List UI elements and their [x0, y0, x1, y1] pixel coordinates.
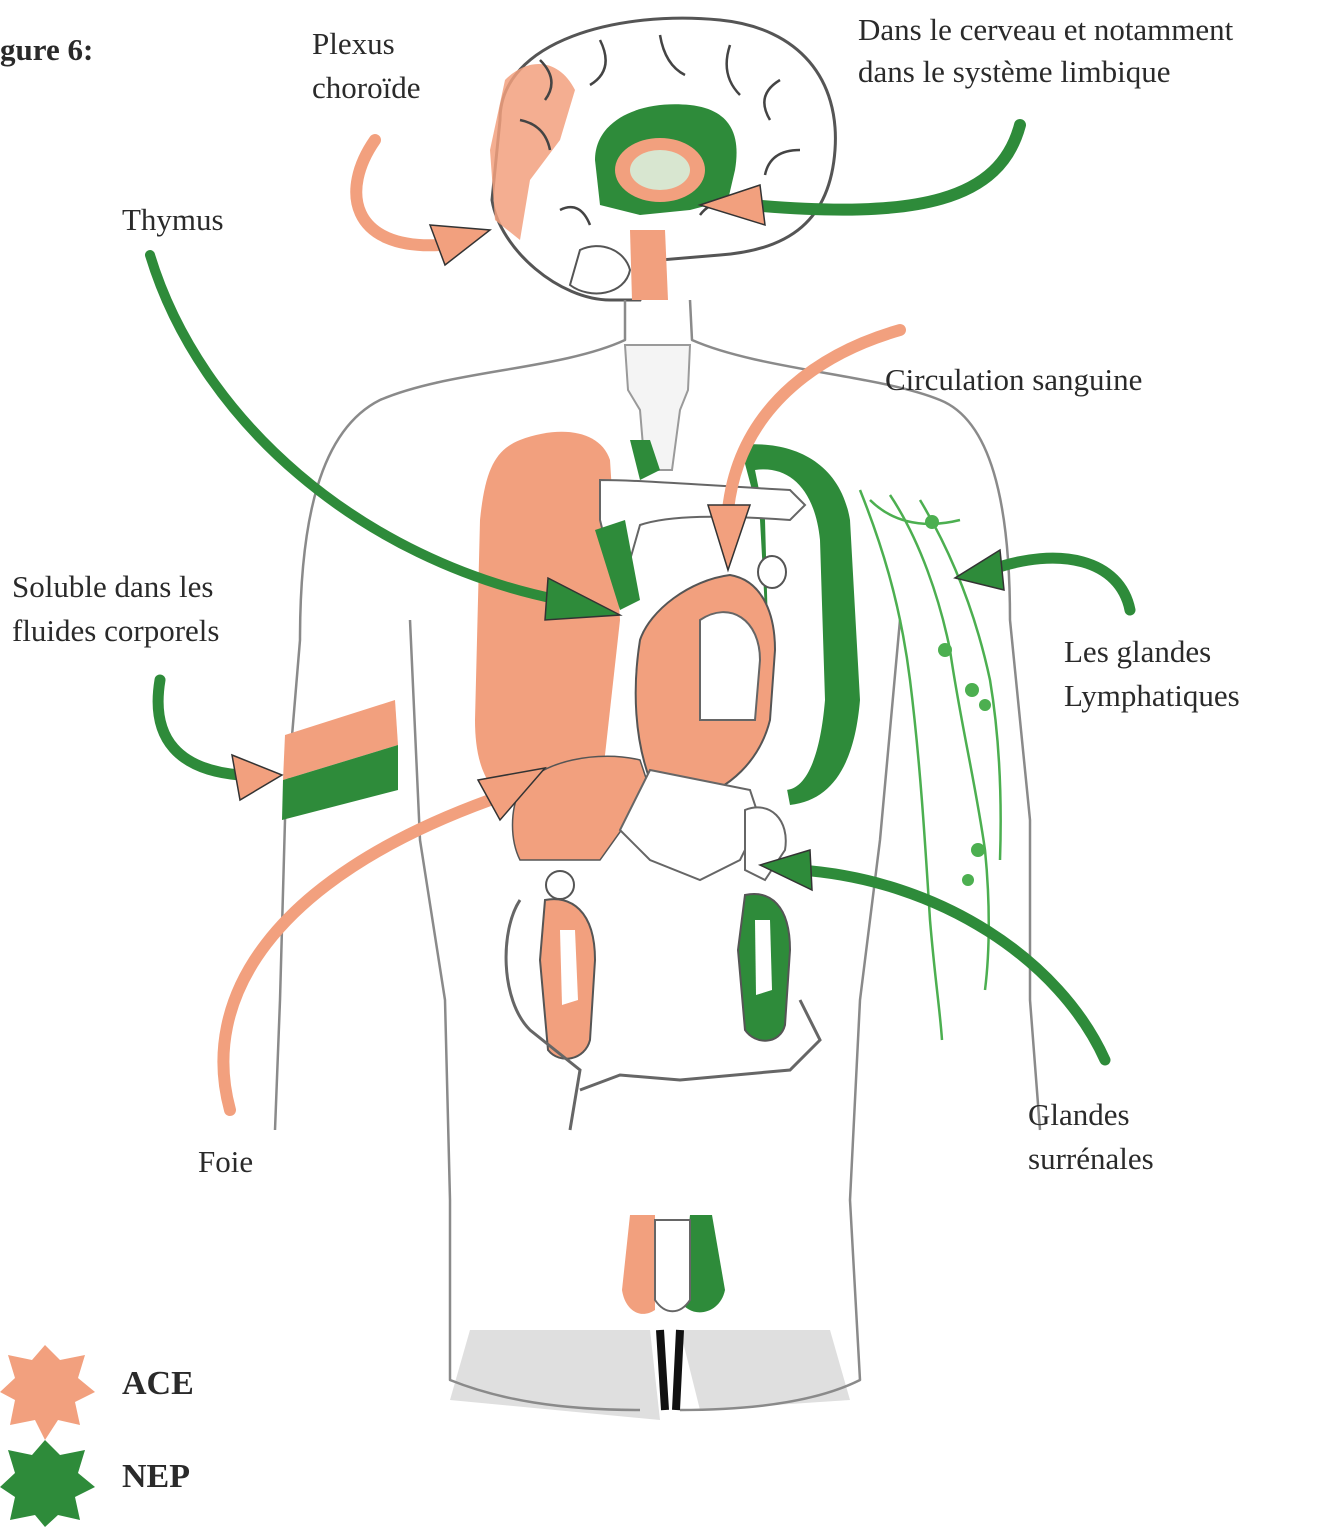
label-surrenales-line1: Glandes — [1028, 1093, 1130, 1137]
arrow-foie — [223, 768, 545, 1110]
brain — [490, 18, 835, 300]
stomach — [620, 770, 760, 880]
label-lymph-line2: Lymphatiques — [1064, 674, 1240, 718]
label-cerveau-line1: Dans le cerveau et notamment — [858, 8, 1233, 52]
legend-swatch-nep — [0, 1440, 95, 1527]
label-circulation: Circulation sanguine — [885, 358, 1142, 402]
label-foie: Foie — [198, 1140, 253, 1184]
label-thymus: Thymus — [122, 198, 224, 242]
right-lung-ace — [475, 432, 620, 810]
label-lymph-line1: Les glandes — [1064, 630, 1211, 674]
label-cerveau-line2: dans le système limbique — [858, 50, 1171, 94]
label-soluble-line2: fluides corporels — [12, 609, 219, 653]
figure-title: gure 6: — [0, 28, 93, 72]
label-soluble-line1: Soluble dans les — [12, 565, 214, 609]
label-plexus-line2: choroïde — [312, 66, 420, 110]
legend-label-ace: ACE — [122, 1362, 194, 1406]
label-plexus-line1: Plexus — [312, 22, 395, 66]
brainstem — [630, 230, 668, 300]
arrow-lymph — [955, 550, 1130, 610]
label-surrenales-line2: surrénales — [1028, 1137, 1154, 1181]
legend-swatch-ace — [0, 1345, 95, 1440]
arrow-soluble — [158, 680, 282, 800]
legend-label-nep: NEP — [122, 1455, 190, 1499]
testis-ace — [622, 1215, 655, 1314]
arrow-plexus — [356, 140, 490, 265]
